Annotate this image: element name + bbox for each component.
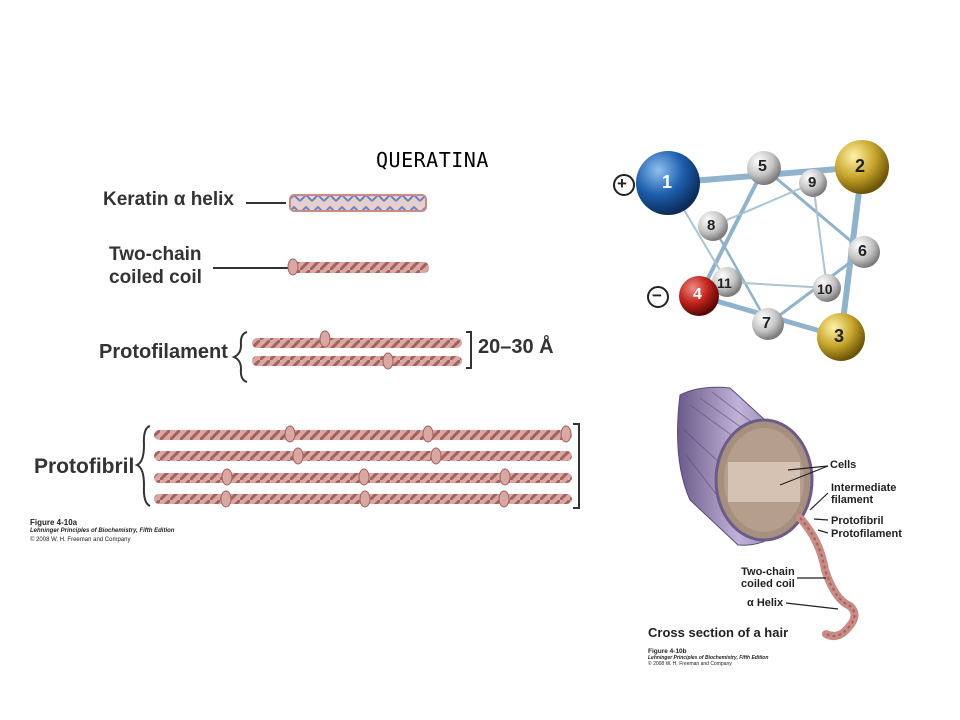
intermediate-line2: filament xyxy=(831,494,874,506)
minus-charge-icon xyxy=(647,286,669,308)
protofibril-junction xyxy=(422,425,434,443)
protofibril-junction xyxy=(430,447,442,465)
coiled-coil-strand xyxy=(291,262,429,273)
intermediate-filament-label: Intermediate filament xyxy=(831,482,896,506)
residue-4-label: 4 xyxy=(693,286,702,303)
residue-3-ball xyxy=(817,313,865,361)
cross-section-label: Cross section of a hair xyxy=(648,625,789,640)
residue-11-label: 11 xyxy=(717,275,732,291)
coiled-coil-end xyxy=(287,258,299,276)
alpha-helix-strand xyxy=(289,194,427,212)
residue-9-ball xyxy=(799,169,827,197)
residue-7-label: 7 xyxy=(762,315,771,332)
plus-sign: + xyxy=(617,174,627,193)
protofibril-strand xyxy=(154,430,572,440)
protofibril-junction xyxy=(499,468,511,486)
figure-a-caption: Figure 4-10a Lehninger Principles of Bio… xyxy=(30,518,174,545)
page-title: QUERATINA xyxy=(376,148,489,172)
figure-b-caption: Figure 4-10b Lehninger Principles of Bio… xyxy=(648,648,768,667)
caption-a-copyright: © 2008 W. H. Freeman and Company xyxy=(30,537,131,543)
hair-two-chain-line2: coiled coil xyxy=(741,578,795,590)
residue-10-ball xyxy=(813,274,841,302)
protofilament-strand-bottom xyxy=(252,356,462,366)
intermediate-line1: Intermediate xyxy=(831,482,897,494)
residue-2-ball xyxy=(835,140,889,194)
protofibril-junction xyxy=(221,468,233,486)
residue-3-label: 3 xyxy=(834,326,845,346)
hair-protofilament-label: Protofilament xyxy=(831,528,902,540)
caption-b-copyright: © 2008 W. H. Freeman and Company xyxy=(648,661,732,667)
leader-protofilament xyxy=(817,529,829,534)
residue-4-ball xyxy=(679,276,719,316)
residue-8-label: 8 xyxy=(707,217,716,234)
protofibril-junction xyxy=(220,490,232,508)
leader-cells xyxy=(787,465,829,471)
leader-alpha-helix xyxy=(785,602,839,610)
wheel-spoke xyxy=(697,167,766,297)
residue-6-label: 6 xyxy=(858,243,867,260)
cells-label: Cells xyxy=(830,459,857,471)
wheel-spoke xyxy=(763,166,865,254)
wheel-spoke xyxy=(711,225,770,325)
protofibril-bracket xyxy=(573,423,580,509)
protofibril-junction xyxy=(358,468,370,486)
leader-cells xyxy=(779,465,829,486)
residue-2-label: 2 xyxy=(855,156,866,176)
protofibril-strand xyxy=(154,451,572,461)
protofibril-junction xyxy=(498,490,510,508)
unwound-filament-detail xyxy=(799,517,856,637)
protofibril-junction xyxy=(284,425,296,443)
helical-wheel xyxy=(613,140,889,361)
caption-b-title: Figure 4-10b xyxy=(648,648,687,655)
caption-a-source: Lehninger Principles of Biochemistry, Fi… xyxy=(30,528,175,534)
wheel-spoke xyxy=(712,182,814,227)
residue-7-ball xyxy=(752,308,784,340)
protofibril-brace xyxy=(134,425,151,507)
protofibril-label: Protofibril xyxy=(34,455,135,478)
hair-protofibril-label: Protofibril xyxy=(831,515,884,527)
range-bracket xyxy=(466,331,472,369)
residue-6-ball xyxy=(848,236,880,268)
protofibril-junction xyxy=(560,425,572,443)
wheel-spoke xyxy=(726,281,828,289)
residue-9-label: 9 xyxy=(808,174,817,191)
protofilament-label: Protofilament xyxy=(99,341,228,363)
leader-intermediate xyxy=(809,492,829,511)
hair-two-chain-label: Two-chain coiled coil xyxy=(741,566,795,590)
residue-11-ball xyxy=(712,267,742,297)
residue-5-ball xyxy=(747,151,781,185)
caption-b-source: Lehninger Principles of Biochemistry, Fi… xyxy=(648,655,769,661)
range-label: 20–30 Å xyxy=(478,336,554,358)
hair-two-chain-line1: Two-chain xyxy=(741,566,795,578)
minus-sign: − xyxy=(652,286,662,305)
residue-1-label: 1 xyxy=(662,172,673,192)
keratin-helix-label: Keratin α helix xyxy=(103,189,234,210)
plus-charge-icon xyxy=(613,174,635,196)
protofilament-junction xyxy=(382,352,394,370)
residue-10-label: 10 xyxy=(817,281,833,297)
protofilament-brace xyxy=(231,331,248,383)
alpha-helix-label: α Helix xyxy=(747,597,784,609)
two-chain-line2: coiled coil xyxy=(109,267,202,288)
caption-a-title: Figure 4-10a xyxy=(30,518,78,527)
residue-8-ball xyxy=(698,211,728,241)
protofibril-junction xyxy=(359,490,371,508)
residue-1-ball xyxy=(636,151,700,215)
hair-cross-section xyxy=(677,386,859,640)
protofilament-strand-top xyxy=(252,338,462,348)
residue-5-label: 5 xyxy=(758,158,767,175)
two-chain-line1: Two-chain xyxy=(109,244,202,265)
protofibril-junction xyxy=(292,447,304,465)
leader-protofibril xyxy=(813,518,829,521)
wheel-spoke xyxy=(812,182,828,289)
two-chain-label: Two-chain coiled coil xyxy=(109,243,202,289)
protofilament-junction xyxy=(319,330,331,348)
